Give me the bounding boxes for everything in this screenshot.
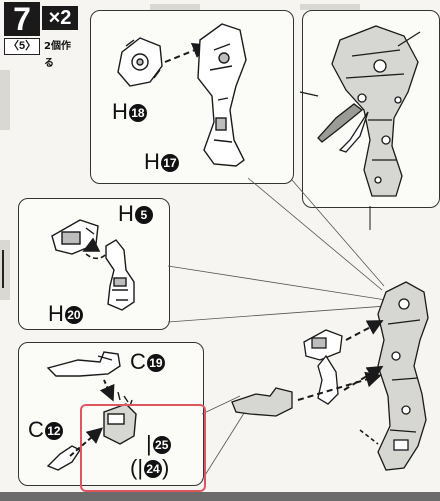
step-multiplier: ×2 [42,6,78,30]
number-badge-17: 17 [160,154,179,172]
part-h18 [117,37,163,87]
part-h20 [105,239,135,311]
page-edge-strip [0,492,440,501]
panel-upper-assembly [90,10,294,184]
part-h17 [197,23,247,167]
step-number: 7 [4,2,40,36]
arm-subassembly [303,329,343,405]
part-h5 [51,219,99,255]
highlight-box [80,404,206,492]
number-badge-12: 12 [44,422,63,440]
number-badge-5: 5 [134,206,153,224]
label-i25: |25 [146,432,171,456]
part-c19 [46,351,121,377]
label-i24: (|24) [130,455,170,480]
part-i25 [103,391,137,445]
hand-subassembly [231,387,293,417]
make-two-note: 2個作る [44,41,71,69]
number-badge-20: 20 [64,306,83,324]
part-c12 [46,445,82,471]
number-badge-18: 18 [128,104,147,122]
number-badge-19: 19 [146,354,165,372]
sub-step-badge: 〈5〉 [4,38,41,55]
number-badge-24: 24 [144,460,163,478]
main-leg-assembly [377,281,429,471]
number-badge-25: 25 [152,436,171,454]
completed-assembly [299,25,421,197]
step-header: 7 ×2 〈5〉 2個作る [2,2,80,69]
